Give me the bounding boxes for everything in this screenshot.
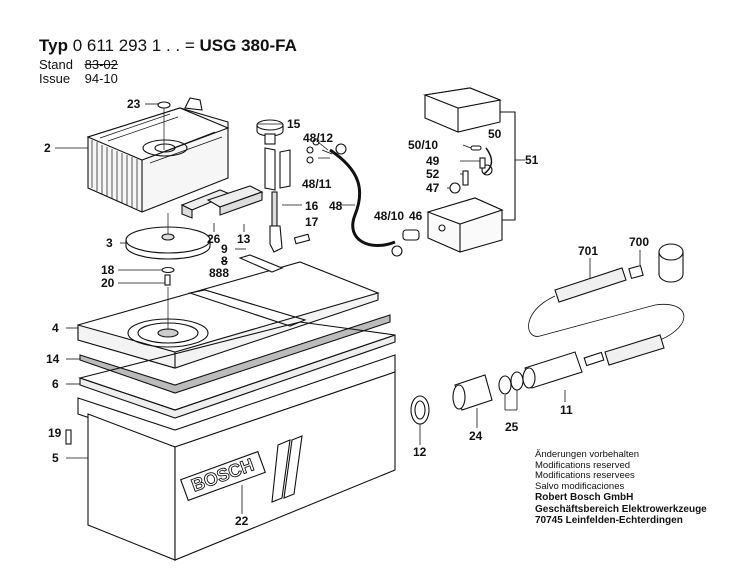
filter-mesh-part-14 (79, 314, 391, 394)
callout-46: 46 (409, 209, 423, 223)
callout-22: 22 (235, 514, 249, 528)
cover-part-50 (422, 87, 502, 133)
junction-box (426, 197, 504, 253)
callout-4: 4 (52, 321, 59, 335)
callout-2: 2 (44, 141, 51, 155)
callout-3: 3 (106, 236, 113, 250)
washer-part-23 (157, 101, 171, 109)
callout-25: 25 (505, 420, 519, 434)
model-name: USG 380-FA (199, 36, 297, 55)
callout-17: 17 (305, 215, 319, 229)
o-ring-part-25 (498, 375, 512, 395)
callout-14: 14 (46, 352, 60, 366)
adapter-part-24 (452, 374, 493, 411)
callout-15: 15 (287, 117, 301, 131)
callout-9: 9 (221, 242, 228, 256)
callout-50-10: 50/10 (408, 138, 439, 152)
company-division: Geschäftsbereich Elektrowerkzeuge (535, 503, 707, 515)
brand-plate-part-22 (180, 450, 266, 502)
washer-part-47 (449, 182, 461, 194)
typ-label: Typ (39, 36, 68, 55)
stand-label: Stand (39, 57, 73, 72)
callout-8: 8 (221, 254, 228, 268)
diagram-title: Typ 0 611 293 1 . . = USG 380-FA (39, 36, 297, 56)
callout-12: 12 (413, 445, 427, 459)
callout-19: 19 (48, 426, 62, 440)
o-ring-part-25 (510, 371, 524, 391)
footer-notice: Änderungen vorbehalten Modifications res… (535, 449, 707, 527)
table-plate-part-4 (77, 261, 380, 369)
callout-5: 5 (52, 451, 59, 465)
screw-part-49 (479, 157, 486, 169)
issue-row: Issue 94-10 (39, 72, 118, 86)
screw-part-19 (65, 429, 72, 445)
strain-relief-part-46 (402, 229, 420, 241)
ground-symbol-icon (481, 164, 493, 176)
slide-plate-part-8 (238, 254, 284, 273)
callout-11: 11 (560, 403, 573, 417)
callout-49: 49 (426, 154, 440, 168)
clamp-bracket (264, 147, 291, 191)
callout-48-10: 48/10 (374, 209, 405, 223)
callout-888: 888 (209, 266, 230, 280)
issue-label: Issue (39, 71, 71, 86)
footer-line: Salvo modificaciones (535, 480, 625, 492)
stand-value: 83-02 (84, 57, 118, 72)
ground-symbol-icon (391, 245, 403, 257)
motor-housing-part-2 (86, 97, 230, 213)
callout-18: 18 (101, 263, 115, 277)
typ-number: 0 611 293 1 . . = (72, 36, 195, 55)
callout-6: 6 (52, 377, 59, 391)
fan-disk-part-3 (125, 226, 211, 260)
quick-coupler-part-11 (522, 351, 605, 389)
company-name: Robert Bosch GmbH (535, 492, 634, 503)
seal-frame-part-6 (78, 321, 396, 419)
container-part-5 (77, 354, 396, 561)
callout-26: 26 (207, 232, 221, 246)
hose-part-701 (554, 267, 627, 303)
callout-47: 47 (426, 181, 440, 195)
callout-48-11: 48/11 (302, 177, 332, 191)
callout-24: 24 (469, 429, 483, 443)
callout-48: 48 (329, 199, 343, 213)
callout-20: 20 (101, 276, 115, 290)
screw-part-52 (462, 170, 469, 186)
pin-part-17 (293, 233, 311, 245)
power-cable-part-48 (329, 148, 396, 247)
callout-52: 52 (426, 167, 440, 181)
company-address: 70745 Leinfelden-Echterdingen (535, 515, 683, 526)
bracket-part-51 (500, 111, 516, 221)
footer-line: Modifications reservees (535, 470, 635, 481)
callout-700: 700 (629, 235, 650, 249)
ground-wire-part-50-10 (470, 145, 482, 151)
nut-part-12 (410, 395, 430, 425)
threaded-rod-part-16 (269, 191, 283, 253)
callout-51: 51 (525, 153, 539, 167)
nozzle-part-700 (628, 243, 684, 283)
footer-line: Modifications reserved (535, 459, 631, 471)
callout-13: 13 (237, 232, 251, 246)
callout-50: 50 (488, 127, 502, 141)
callout-701: 701 (578, 244, 599, 258)
callout-16: 16 (305, 199, 319, 213)
stand-row: Stand 83-02 (39, 58, 118, 72)
callout-48-12: 48/12 (303, 131, 334, 145)
knob-part-15 (256, 119, 284, 145)
callout-23: 23 (127, 97, 141, 111)
ground-symbol-icon (335, 143, 347, 155)
issue-value: 94-10 (84, 71, 118, 86)
footer-line: Änderungen vorbehalten (535, 449, 640, 460)
